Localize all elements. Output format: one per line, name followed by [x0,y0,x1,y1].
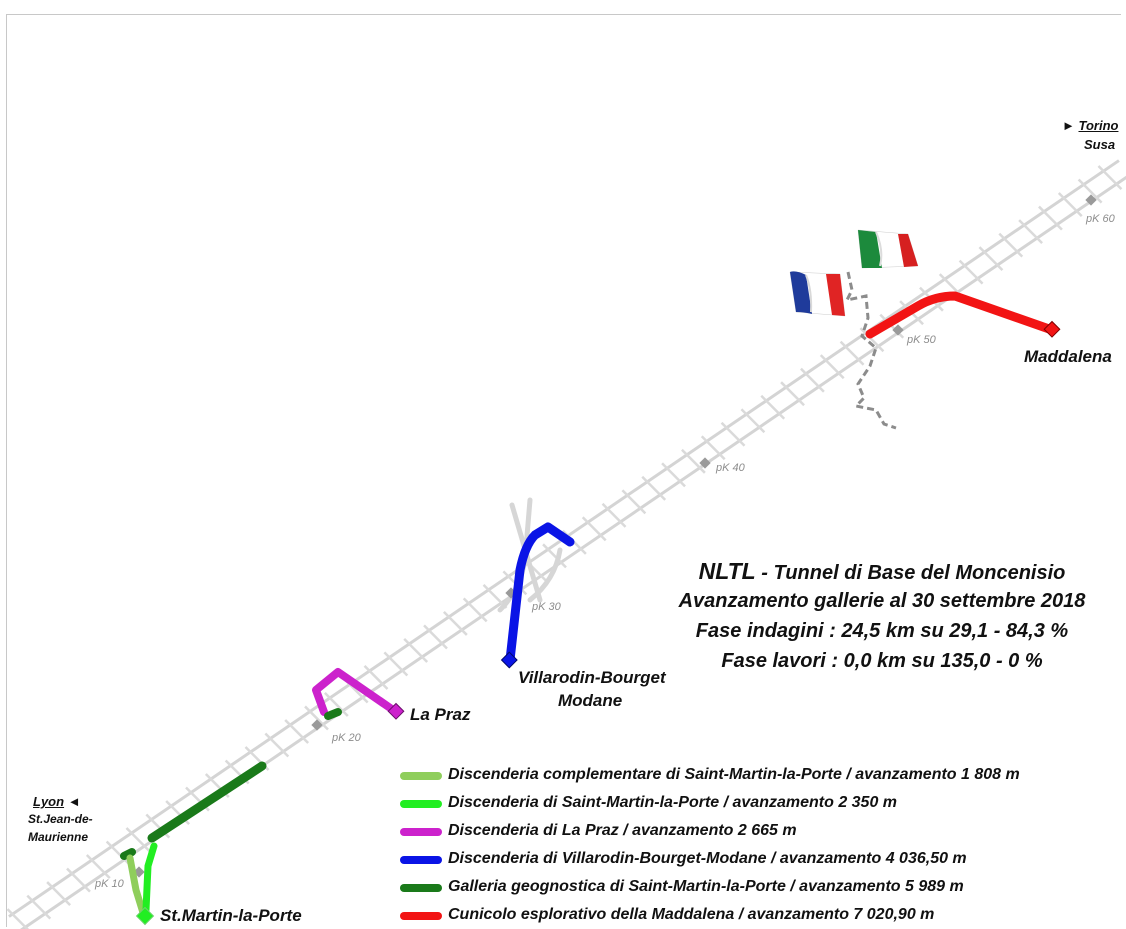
track-tie [6,908,30,929]
la-praz-short-gallery [324,708,342,720]
map-frame [6,14,1121,927]
legend-swatch [400,772,442,780]
track-tie [1057,192,1083,218]
track-tie [601,502,627,528]
track-tie [363,665,389,690]
pk-60-label: pK 60 [1086,213,1115,225]
track-tie [819,354,845,380]
track-tie [85,854,111,879]
la-praz-tunnel [312,668,400,716]
legend-label: Galleria geognostica di Saint-Martin-la-… [448,878,964,895]
pk-30-label: pK 30 [532,601,561,613]
track-tie [304,705,329,731]
track-tie [641,475,667,501]
track-tie [700,435,726,461]
maddalena-label: Maddalena [1024,347,1112,366]
maddalena-marker [1043,320,1061,338]
st-martin-marker [135,906,155,926]
legend-label: Discenderia di La Praz / avanzamento 2 6… [448,822,797,839]
discenderia-st-martin [142,842,158,914]
track-tie [800,367,825,393]
track-tie [740,408,766,434]
france-flag [789,271,846,317]
pk-markers [133,194,1097,878]
track-tie [1077,178,1103,204]
track-tie [859,327,885,353]
pk-40-label: pK 40 [716,462,745,474]
discenderia-complementare [126,854,148,920]
track-tie [1038,205,1063,231]
galleria-geognostica-stub [120,848,136,860]
track-tie [621,489,647,515]
legend-label: Cunicolo esplorativo della Maddalena / a… [448,906,935,923]
pk-10-label: pK 10 [95,878,124,890]
susa-label: Susa [1084,137,1116,152]
legend-swatch [400,856,442,864]
la-praz-label: La Praz [410,705,471,724]
legend-label: Discenderia complementare di Saint-Marti… [448,766,1020,783]
legend-label: Discenderia di Villarodin-Bourget-Modane… [448,850,967,867]
track-tie [1097,165,1123,190]
track-tie [284,719,310,744]
legend-label: Discenderia di Saint-Martin-la-Porte / a… [448,794,898,811]
track-tie [125,827,151,852]
la-praz-marker [387,702,405,720]
legend-swatch [400,884,442,892]
title-line-2: Avanzamento gallerie al 30 settembre 201… [678,590,1086,612]
track-tie [958,259,984,285]
track-tie [323,692,349,717]
legend-swatch [400,828,442,836]
track-tie [720,421,746,447]
lyon-label: Lyon ◄ [33,794,81,809]
track-tie [978,246,1004,272]
st-jean-label-1: St.Jean-de- [28,812,93,826]
track-tie [442,610,468,636]
track-tie [462,597,488,623]
villarodin-label-1: Villarodin-Bourget [518,668,666,687]
maddalena-tunnel [865,291,1057,339]
track-tie [403,638,429,663]
track-tie [26,894,52,920]
villarodin-tunnel [505,522,575,665]
title-line-1: NLTL - Tunnel di Base del Moncenisio [698,558,1066,584]
pk-50-label: pK 50 [907,334,936,346]
galleria-geognostica [147,761,267,843]
title-line-3: Fase indagini : 24,5 km su 29,1 - 84,3 % [695,620,1069,642]
track-tie [383,651,409,677]
track-tie [839,340,865,366]
track-tie [46,881,72,907]
villarodin-marker [500,651,518,669]
track-tie [998,232,1024,258]
track-tie [780,381,805,407]
track-tie [542,543,567,569]
legend-swatch [400,912,442,920]
legend-swatch [400,800,442,808]
track-tie [661,462,686,488]
torino-label: ► Torino [1062,118,1119,133]
italy-flag [857,229,919,269]
track-tie [1018,219,1043,245]
villarodin-label-2: Modane [558,691,623,710]
track-tie [105,840,131,866]
border-line [844,271,897,430]
pk-20-label: pK 20 [332,732,361,744]
st-jean-label-2: Maurienne [28,830,89,844]
st-martin-label: St.Martin-la-Porte [160,906,302,925]
track-tie [760,394,786,420]
track-tie [581,516,607,542]
track-tie [264,732,290,758]
track-tie [423,624,448,650]
title-block: NLTL - Tunnel di Base del Moncenisio Ava… [640,556,1124,676]
track-tie [66,867,91,893]
track-tie [681,448,706,474]
title-line-4: Fase lavori : 0,0 km su 135,0 - 0 % [721,650,1043,672]
